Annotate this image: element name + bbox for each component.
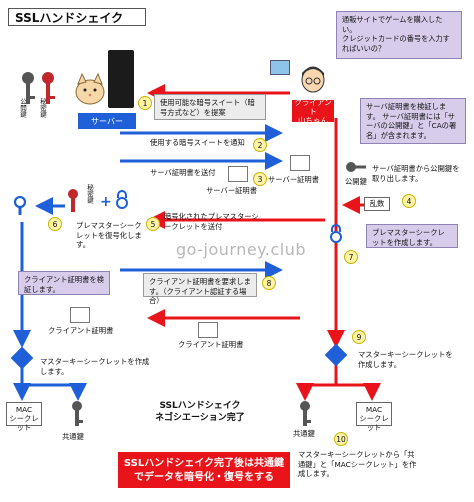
- client-cert-label-1: クライアント証明書: [48, 326, 114, 335]
- step9-text: マスターキーシークレットを作成します。: [358, 350, 453, 369]
- cert-icon: [290, 155, 310, 171]
- public-key-right-label: 公開鍵: [345, 177, 367, 186]
- key-icon-pair: [22, 72, 55, 104]
- step10-text: マスターキーシークレットから「共通鍵」と「MACシークレット」を作成します。: [298, 450, 417, 478]
- laptop-icon: [270, 60, 290, 75]
- server-icon: [108, 50, 134, 108]
- plus-icon: +: [100, 194, 112, 210]
- server-label: サーバー: [78, 113, 136, 129]
- step-badge-6: 6: [48, 217, 62, 231]
- cat-avatar: [74, 72, 106, 106]
- step4-text: サーバ証明書から公開鍵を取り出します。: [372, 164, 460, 183]
- key-icon: [12, 195, 28, 216]
- step-badge-8: 8: [262, 276, 276, 290]
- cert-icon: [70, 307, 90, 323]
- step3-text: サーバ証明書を送付: [150, 168, 216, 177]
- mac-secret-left: MAC シークレット: [6, 402, 42, 432]
- step-badge-5: 5: [146, 217, 160, 231]
- server-cert-right-label: サーバー証明書: [268, 175, 320, 184]
- client-avatar: [300, 66, 326, 96]
- common-key-right-label: 共通鍵: [293, 429, 315, 438]
- step6-text: プレマスターシークレットを復号化します。: [76, 221, 142, 249]
- step8-text: クライアント証明書を要求します。（クライアント認証する場合）: [143, 273, 257, 305]
- public-key-label-left: 公開鍵: [18, 98, 27, 118]
- diagram-title: SSLハンドシェイク: [8, 8, 146, 26]
- master-left-text: マスターキーシークレットを作成します。: [40, 357, 150, 376]
- step-badge-2: 2: [253, 138, 267, 152]
- cert-icon: [228, 166, 248, 182]
- step2-text: 使用する暗号スイートを通知: [150, 138, 245, 147]
- key-icon: [66, 188, 80, 214]
- cert-verify-bubble: サーバ証明書を検証します。 サーバ証明書には「サーバの公開鍵」と「CAの署名」が…: [360, 98, 466, 144]
- client-cert-label-2: クライアント証明書: [178, 340, 244, 349]
- key-pair-left: [18, 70, 58, 119]
- client-cert-verify-bubble: クライアント証明書を検証します。: [18, 271, 110, 295]
- server-cert-arrow-label: サーバー証明書: [206, 186, 258, 195]
- cert-icon: [198, 322, 218, 338]
- step-badge-1: 1: [138, 96, 152, 110]
- lock-icon: [114, 190, 130, 210]
- watermark-text: go-journey.club: [176, 240, 306, 259]
- client-thought-bubble: 通販サイトでゲームを購入したい。 クレジットカードの番号を入力すればいいの？: [336, 11, 462, 59]
- step-badge-9: 9: [352, 330, 366, 344]
- step-badge-7: 7: [344, 250, 358, 264]
- key-icon: [298, 400, 312, 428]
- handshake-complete-label: SSLハンドシェイク ネゴシエーション完了: [155, 401, 245, 423]
- private-key-label-left: 秘密鍵: [38, 98, 47, 118]
- step-badge-10: 10: [334, 432, 348, 446]
- step-badge-4: 4: [402, 194, 416, 208]
- key-icon: [346, 158, 366, 176]
- step5-text: 暗号化されたプレマスターシークレットを送付: [164, 212, 259, 231]
- step1-text: 使用可能な暗号スイート（暗号方式など）を提案: [154, 94, 266, 120]
- private-key-mid-label: 秘密鍵: [85, 184, 94, 204]
- step-badge-3: 3: [253, 172, 267, 186]
- step7-bubble: プレマスターシークレットを作成します。: [366, 224, 458, 248]
- summary-banner: SSLハンドシェイク完了後は共通鍵でデータを暗号化・復号をする: [118, 452, 290, 488]
- key-icon: [70, 400, 84, 428]
- common-key-left-label: 共通鍵: [62, 432, 84, 441]
- random-box: 乱数: [364, 197, 390, 211]
- mac-secret-right: MAC シークレット: [356, 402, 392, 432]
- lock-icon: [328, 224, 344, 244]
- client-label: クライアント 山ちゃん: [292, 98, 334, 125]
